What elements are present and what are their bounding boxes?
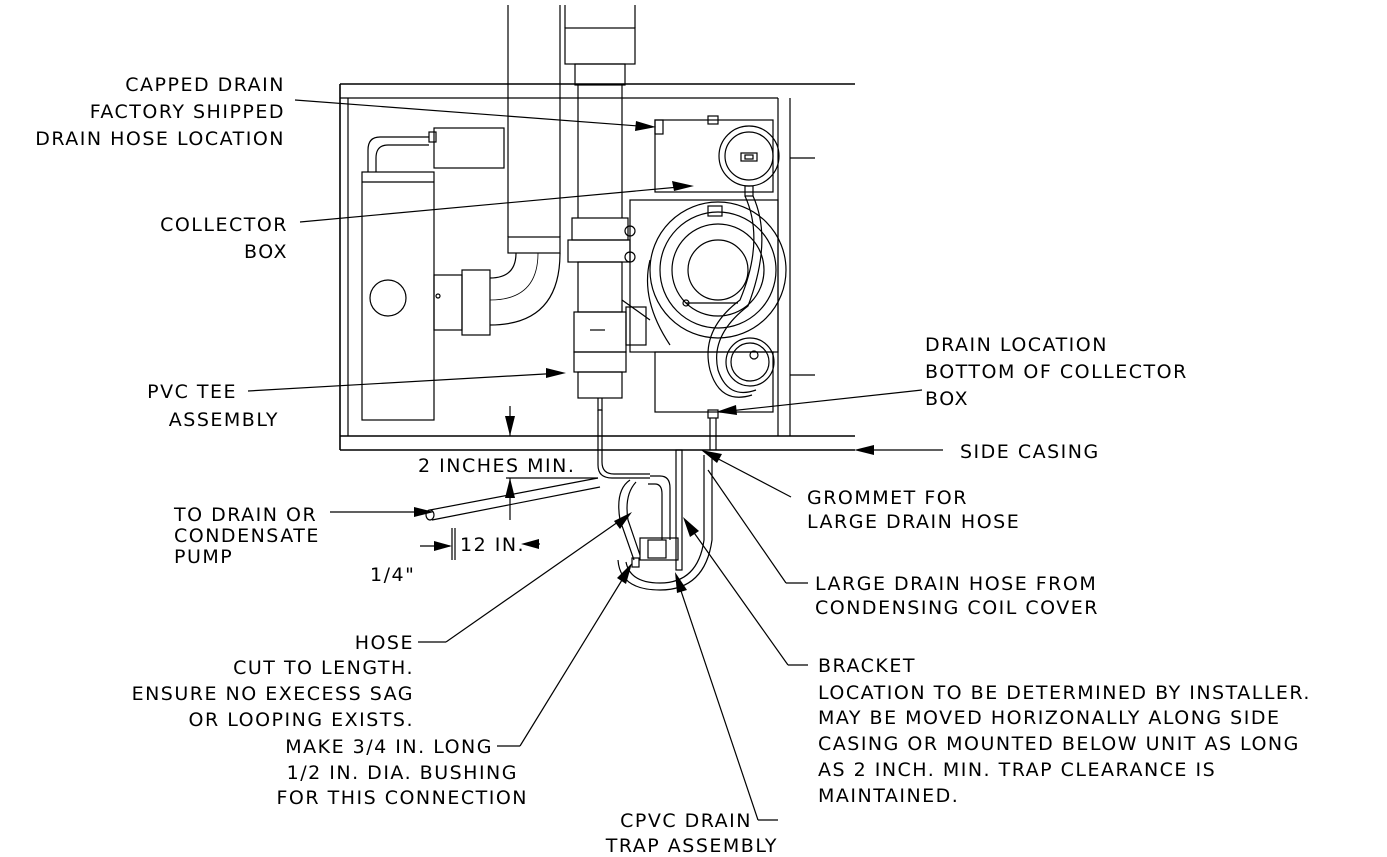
to-drain-line-1: TO DRAIN OR <box>173 504 317 526</box>
hose-line-1: HOSE <box>355 632 414 654</box>
drain-location-line-2: BOTTOM OF COLLECTOR <box>925 361 1188 383</box>
bracket-line-5: AS 2 INCH. MIN. TRAP CLEARANCE IS <box>818 759 1216 781</box>
label-collector-box: COLLECTOR BOX <box>160 214 288 263</box>
label-large-drain-hose: LARGE DRAIN HOSE FROM CONDENSING COIL CO… <box>815 573 1099 619</box>
collector-box-line-2: BOX <box>244 241 288 263</box>
capped-drain-line-3: DRAIN HOSE LOCATION <box>35 128 285 150</box>
drain-location-line-3: BOX <box>925 388 969 410</box>
hose-line-3: ENSURE NO EXECESS SAG <box>132 683 414 705</box>
drain-location-line-1: DRAIN LOCATION <box>925 334 1108 356</box>
cpvc-line-2: TRAP ASSEMBLY <box>605 835 778 857</box>
collector-box <box>629 115 787 419</box>
label-cpvc: CPVC DRAIN TRAP ASSEMBLY <box>605 810 778 857</box>
bushing-line-2: 1/2 IN. DIA. BUSHING <box>287 762 518 784</box>
bracket-line-1: BRACKET <box>818 655 916 677</box>
label-hose: HOSE CUT TO LENGTH. ENSURE NO EXECESS SA… <box>132 632 414 731</box>
capped-drain-line-1: CAPPED DRAIN <box>125 74 285 96</box>
hose-line-2: CUT TO LENGTH. <box>233 657 414 679</box>
outlet-pipe <box>425 477 601 521</box>
label-capped-drain: CAPPED DRAIN FACTORY SHIPPED DRAIN HOSE … <box>35 74 285 150</box>
large-drain-hose-line-2: CONDENSING COIL COVER <box>815 597 1099 619</box>
bracket-line-2: LOCATION TO BE DETERMINED BY INSTALLER. <box>818 682 1311 704</box>
pvc-tee-line-1: PVC TEE <box>147 381 237 403</box>
large-drain-hose-line-1: LARGE DRAIN HOSE FROM <box>815 573 1097 595</box>
label-bracket: BRACKET LOCATION TO BE DETERMINED BY INS… <box>818 655 1311 807</box>
bracket-line-4: CASING OR MOUNTED BELOW UNIT AS LONG <box>818 733 1300 755</box>
label-twelve-inches: 12 IN. <box>460 534 525 556</box>
to-drain-line-3: PUMP <box>174 546 233 568</box>
label-side-casing: SIDE CASING <box>960 441 1100 463</box>
drain-trap <box>597 410 717 591</box>
pvc-tee <box>567 217 651 411</box>
label-quarter-inch: 1/4" <box>370 564 415 586</box>
left-components <box>361 127 561 421</box>
hose-line-4: OR LOOPING EXISTS. <box>189 709 414 731</box>
label-to-drain: TO DRAIN OR CONDENSATE PUMP <box>173 504 320 568</box>
grommet-line-2: LARGE DRAIN HOSE <box>807 511 1020 533</box>
leader-lines <box>247 99 943 821</box>
label-pvc-tee: PVC TEE ASSEMBLY <box>147 381 279 431</box>
label-drain-location: DRAIN LOCATION BOTTOM OF COLLECTOR BOX <box>925 334 1188 410</box>
cpvc-line-1: CPVC DRAIN <box>620 810 752 832</box>
label-two-inches-min: 2 INCHES MIN. <box>418 455 575 477</box>
collector-box-line-1: COLLECTOR <box>160 214 288 236</box>
pvc-tee-line-2: ASSEMBLY <box>169 409 279 431</box>
bushing-line-3: FOR THIS CONNECTION <box>276 787 528 809</box>
grommet-line-1: GROMMET FOR <box>807 487 968 509</box>
label-bushing: MAKE 3/4 IN. LONG 1/2 IN. DIA. BUSHING F… <box>276 736 528 809</box>
to-drain-line-2: CONDENSATE <box>174 525 320 547</box>
capped-drain-line-2: FACTORY SHIPPED <box>90 101 285 123</box>
bracket-line-6: MAINTAINED. <box>818 785 959 807</box>
bushing-line-1: MAKE 3/4 IN. LONG <box>285 736 493 758</box>
bracket-line-3: MAY BE MOVED HORIZONALLY ALONG SIDE <box>818 707 1280 729</box>
label-grommet: GROMMET FOR LARGE DRAIN HOSE <box>807 487 1020 533</box>
